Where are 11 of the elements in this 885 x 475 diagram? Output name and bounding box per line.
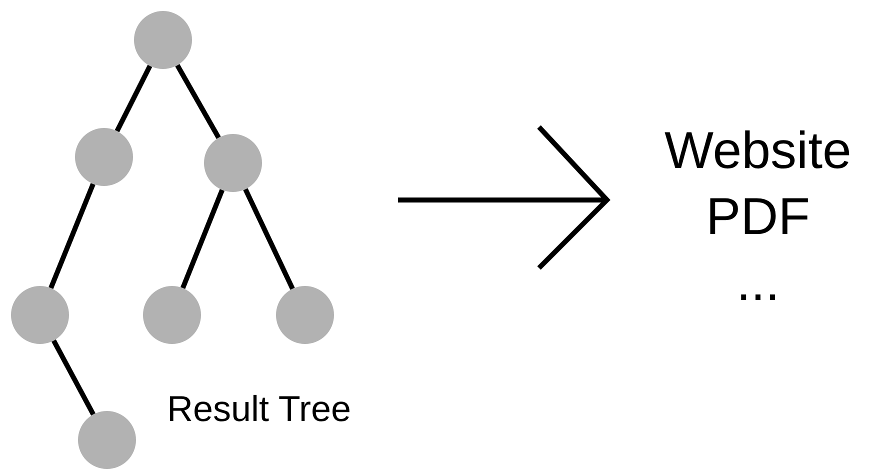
tree-branch-line [243, 188, 295, 290]
output-format-text: Website [664, 121, 852, 182]
tree-branch-line [180, 188, 225, 290]
output-format-text: ... [736, 253, 780, 314]
tree-caption: Result Tree [167, 387, 352, 431]
tree-branch-line [48, 182, 96, 290]
tree-branch-line [175, 64, 221, 140]
output-format-text: PDF [706, 187, 810, 248]
tree-branch-line [52, 339, 96, 416]
arrow [398, 124, 610, 270]
tree-branch-line [114, 64, 152, 132]
